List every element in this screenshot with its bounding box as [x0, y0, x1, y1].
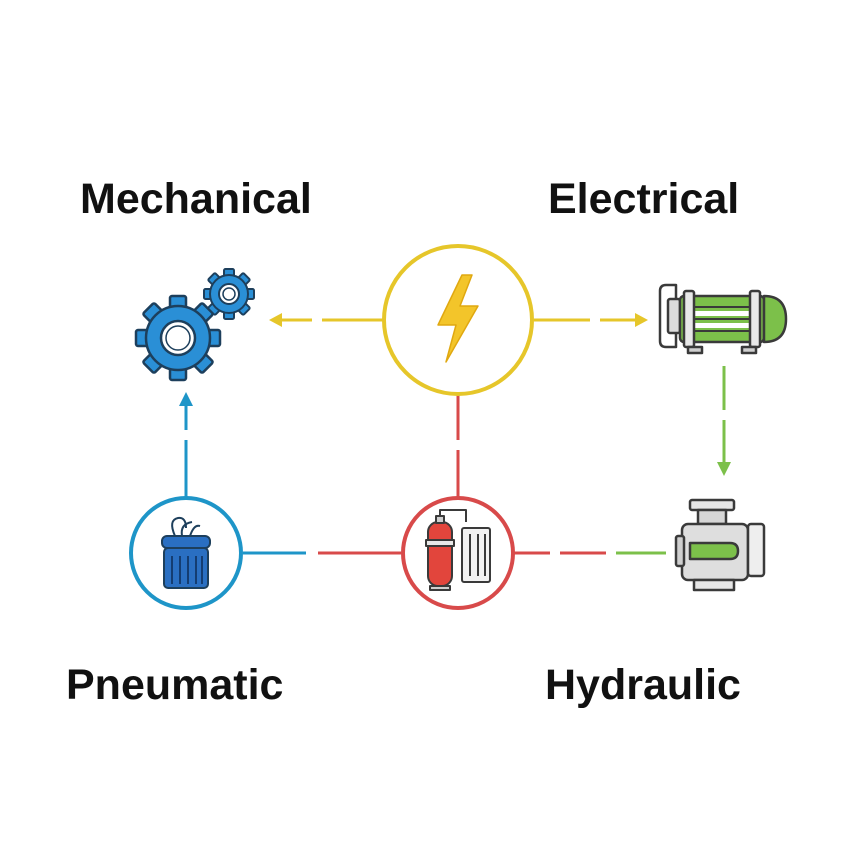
gears-icon: [134, 268, 255, 382]
lightning-bolt-icon: [437, 274, 479, 363]
electrical-label: Electrical: [548, 175, 740, 223]
pneumatic-label: Pneumatic: [66, 661, 284, 709]
connector-electrical-to-hydraulic: [717, 366, 731, 476]
center-energy-node: [382, 244, 534, 396]
connector-center-to-mechanical: [269, 313, 384, 327]
hydraulic-label: Hydraulic: [545, 661, 741, 709]
hydraulic-accumulator-circle: [401, 496, 515, 610]
hydraulic-accumulator-icon: [425, 509, 491, 591]
pneumatic-cylinder-icon: [161, 516, 211, 589]
hydraulic-accumulator-node: [401, 496, 515, 610]
electric-motor-icon: [658, 283, 788, 355]
connectors: [179, 313, 731, 555]
large-gear: [134, 294, 222, 382]
connector-center-to-electrical: [534, 313, 648, 327]
connector-pneumatic-to-mechanical: [179, 392, 193, 497]
mechanical-label: Mechanical: [80, 175, 312, 223]
pneumatic-node: [129, 496, 243, 610]
hydraulic-pump-icon: [674, 498, 766, 592]
small-gear: [203, 268, 255, 320]
